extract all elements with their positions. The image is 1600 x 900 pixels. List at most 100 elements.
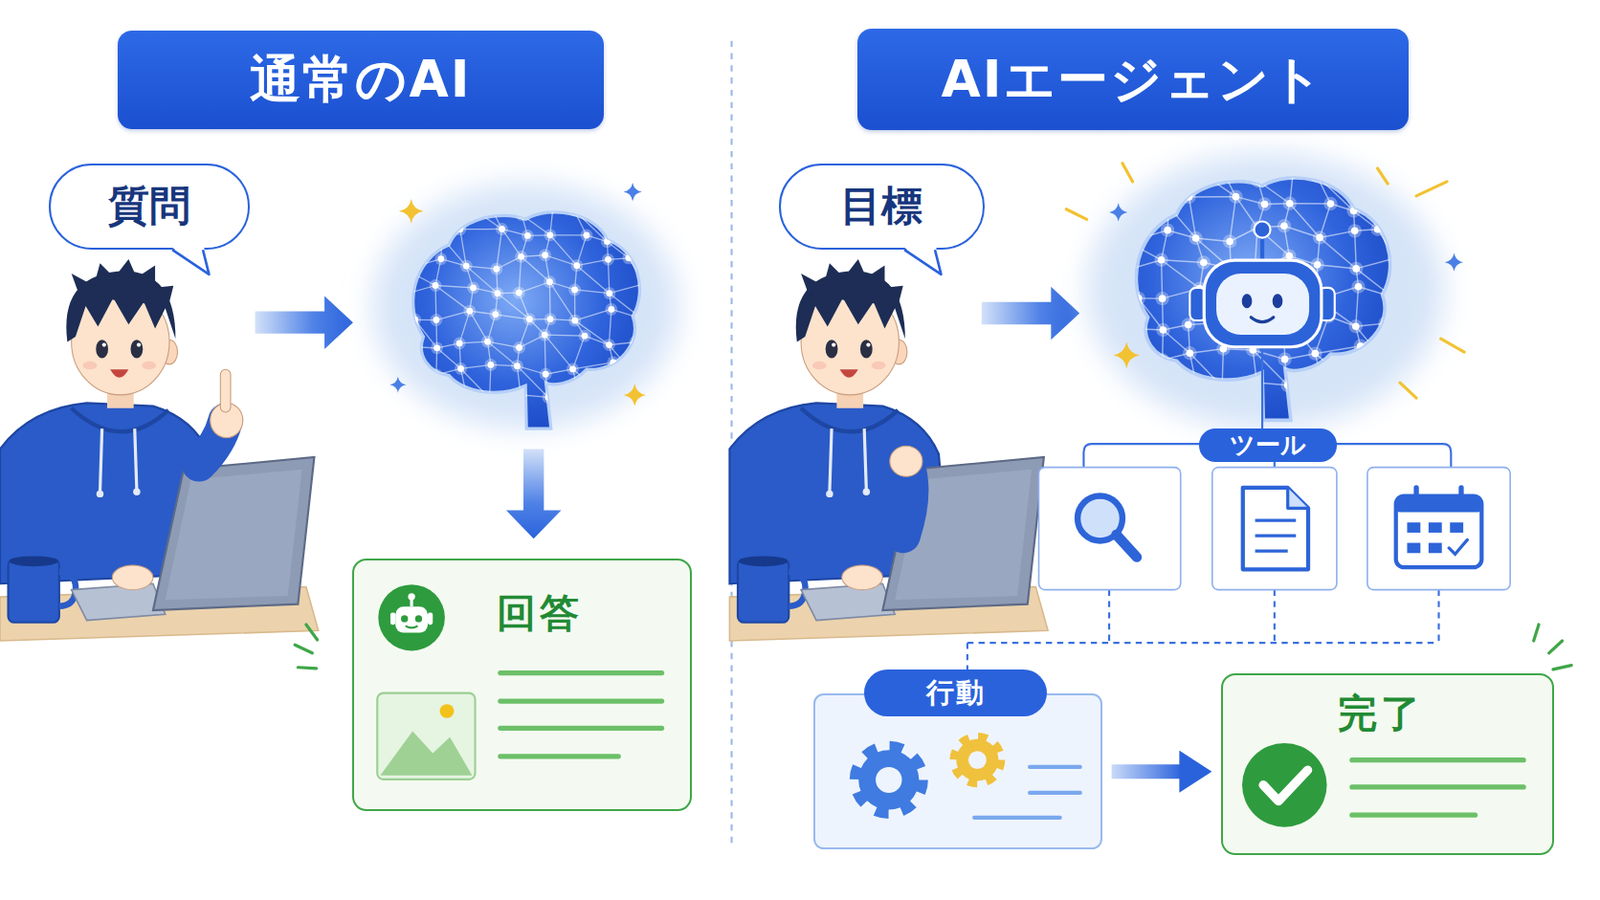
decor-line (1458, 488, 1464, 505)
decor-line (1416, 181, 1447, 197)
decor-line (1413, 488, 1419, 505)
box-label: AIエージェント (941, 50, 1325, 110)
decor-line (1352, 757, 1524, 763)
decor-use (1112, 341, 1140, 369)
decor-line (1255, 550, 1289, 554)
decor-circle (407, 593, 415, 600)
sparkles (1112, 341, 1140, 369)
tool-box (1367, 467, 1511, 591)
decor-line (306, 624, 318, 641)
decor-use (1444, 253, 1464, 272)
brain-glow (1087, 153, 1445, 429)
decor-rect (1216, 273, 1310, 335)
decor-line (1533, 624, 1539, 642)
sparkles (399, 199, 646, 407)
decor-line (1116, 534, 1137, 557)
decor-use (623, 182, 643, 201)
decor-rect (1039, 467, 1181, 591)
decor-path (1288, 488, 1309, 509)
decor-line (297, 667, 316, 669)
action-box: 行動 (813, 693, 1103, 850)
emphasis-ticks (294, 624, 317, 669)
decor-path (903, 467, 912, 536)
text-lines (500, 673, 663, 757)
decor-ellipse (889, 445, 923, 477)
decor-line (500, 754, 619, 759)
decor-path (904, 249, 941, 275)
flow-arrow (981, 287, 1080, 340)
done-card: 完了 (1221, 673, 1555, 856)
emphasis-ticks (1533, 624, 1572, 670)
robot-badge (377, 585, 445, 652)
heading-pill: 行動 (864, 669, 1047, 717)
dashed-link (967, 590, 1440, 670)
decor-rect (1367, 467, 1511, 591)
decor-line (294, 644, 312, 654)
decor-circle (400, 616, 408, 623)
decor-circle (415, 616, 423, 623)
decor-rect (1203, 260, 1322, 348)
flow-arrow (255, 295, 354, 349)
decor-line (1553, 666, 1572, 670)
decor-rect (1396, 496, 1483, 569)
decor-use (1109, 202, 1128, 222)
decor-path (405, 626, 419, 629)
decor-line (1400, 382, 1417, 399)
section-header: 通常のAI (117, 30, 605, 130)
decor-use (623, 383, 646, 406)
section-header: AIエージェント (857, 28, 1409, 132)
tool-box (1212, 467, 1337, 591)
box-label: 回答 (496, 591, 583, 637)
decor-path (1264, 770, 1309, 801)
decor-rect (1396, 496, 1483, 513)
flow-arrow (1111, 764, 1184, 779)
bubble-tail (903, 246, 945, 278)
box-decoration (815, 695, 1101, 848)
decor-line (1260, 237, 1265, 263)
decor-circle (439, 705, 454, 720)
decor-line (1122, 163, 1134, 182)
box-label: 質問 (108, 182, 191, 230)
decor-rect (1406, 522, 1421, 534)
decor-line (1441, 338, 1466, 353)
brain-icon (395, 197, 651, 429)
decor-line (1029, 791, 1081, 796)
decor-path (1243, 488, 1309, 570)
decor-rect (390, 613, 396, 626)
sparkles (389, 182, 642, 394)
text-lines (974, 767, 1080, 819)
decor-use (389, 377, 406, 394)
tool-pill: ツール (1199, 428, 1337, 463)
decor-path (172, 249, 209, 275)
decor-ellipse (1242, 293, 1253, 309)
decor-line (1255, 519, 1297, 523)
decor-polygon (903, 246, 941, 275)
decor-line (1352, 784, 1524, 790)
brain-icon (1116, 160, 1403, 421)
decor-line (974, 816, 1060, 821)
box-label: 目標 (840, 182, 923, 230)
decor-line (500, 699, 663, 705)
answer-card: 回答 (352, 558, 692, 811)
decor-rect (395, 607, 428, 634)
decor-line (1255, 534, 1297, 538)
decor-ellipse (1272, 293, 1284, 309)
decor-rect (1406, 543, 1421, 555)
decor-circle (1254, 222, 1271, 239)
check-badge (1242, 743, 1328, 828)
gear-icon (855, 747, 922, 814)
decor-line (500, 670, 663, 676)
box-label: ツール (1229, 431, 1307, 460)
decor-use (399, 199, 424, 224)
decor-circle (955, 739, 999, 782)
decor-rect (220, 369, 231, 413)
speech-bubble: 目標 (778, 163, 985, 251)
decor-circle (875, 767, 902, 794)
bubble-tail (171, 246, 213, 278)
speech-bubble: 質問 (48, 163, 250, 251)
gear-icon (954, 737, 1000, 784)
box-label: 完了 (1337, 691, 1424, 737)
decor-line (1066, 209, 1087, 221)
